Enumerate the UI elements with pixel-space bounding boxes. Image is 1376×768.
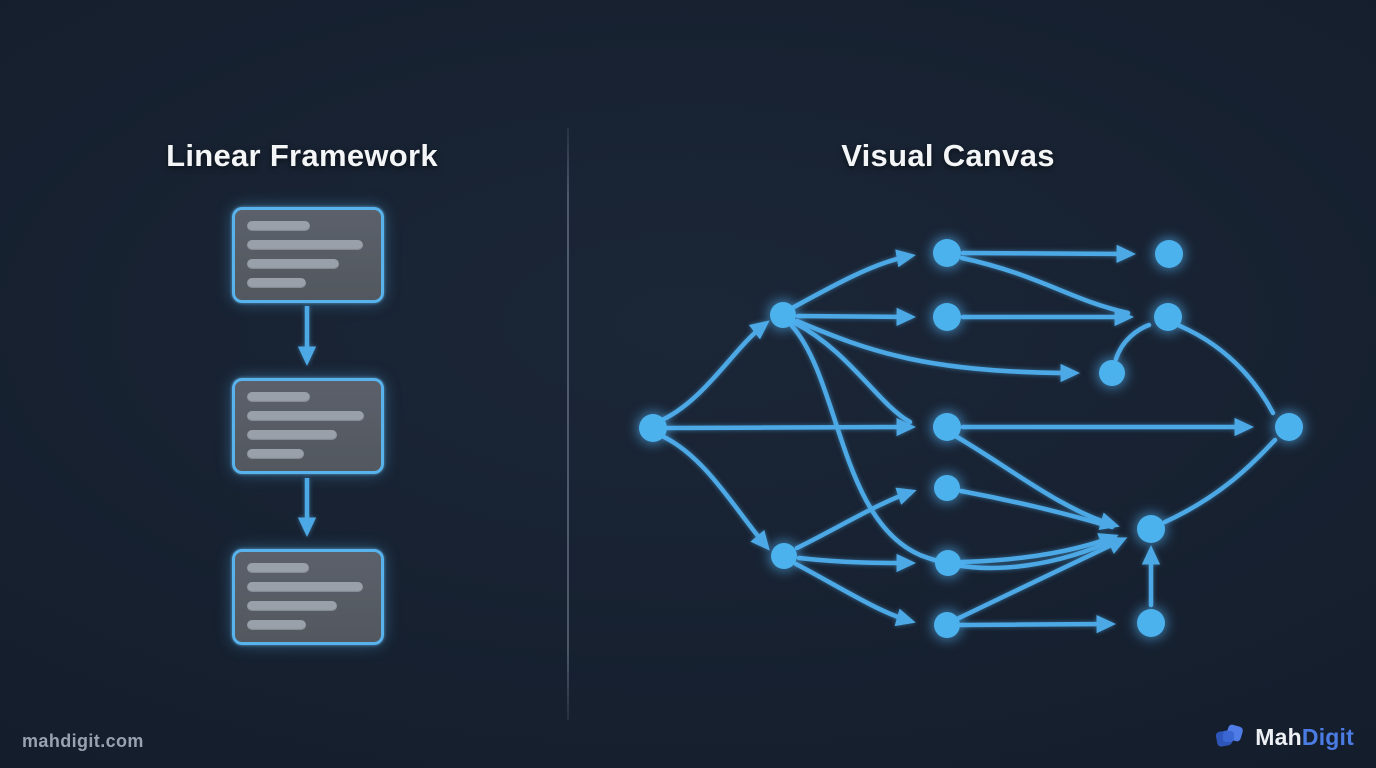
graph-node-hub-up — [770, 302, 796, 328]
text-placeholder-bar — [247, 392, 311, 402]
graph-edge-hub-up-lrhub — [789, 323, 1119, 571]
step-card — [232, 207, 384, 303]
graph-node-row7 — [934, 612, 960, 638]
graph-edge-hub-up-center — [792, 320, 913, 425]
graph-node-row6 — [935, 550, 961, 576]
text-placeholder-bar — [247, 620, 306, 630]
graph-edge-top-topright — [960, 244, 1137, 264]
text-placeholder-bar — [247, 601, 338, 611]
graph-node-small — [1099, 360, 1125, 386]
graph-edge-hub-low-row7 — [793, 561, 916, 627]
graph-node-topright — [1155, 240, 1183, 268]
graph-node-hub-low — [771, 543, 797, 569]
text-placeholder-bar — [247, 221, 311, 231]
right-panel-title: Visual Canvas — [841, 138, 1055, 173]
watermark-url: mahdigit.com — [22, 731, 144, 751]
graph-edge-center-lrhub — [954, 434, 1120, 531]
graph-edge-hub-low-row5 — [794, 487, 917, 551]
brand-name: MahDigit — [1255, 724, 1354, 751]
graph-edge-row7-bottomright — [958, 614, 1117, 634]
mahdigit-logo-icon — [1216, 724, 1244, 747]
left-panel-title: Linear Framework — [166, 138, 438, 173]
graph-edge-left-center — [665, 417, 917, 437]
graph-edge-righthub-right — [1177, 323, 1276, 416]
graph-edge-top-righthub — [959, 255, 1131, 316]
graph-edge-left-hub-low — [661, 434, 770, 551]
graph-edge-lrhub-right — [1162, 437, 1278, 525]
graph-edge-hub-up-top — [791, 249, 916, 310]
text-placeholder-bar — [247, 563, 310, 573]
brand-logo: MahDigit — [1213, 720, 1354, 754]
graph-node-bottomright — [1137, 609, 1165, 637]
panel-divider — [567, 128, 569, 720]
graph-edge-hub-up-small — [794, 318, 1081, 383]
graph-node-right — [1275, 413, 1303, 441]
step-card — [232, 549, 384, 645]
graph-edges — [661, 244, 1278, 634]
brand-name-secondary: Digit — [1301, 723, 1354, 750]
text-placeholder-bar — [247, 582, 363, 592]
graph-node-left — [639, 414, 667, 442]
graph-node-lrhub — [1137, 515, 1165, 543]
text-placeholder-bar — [247, 259, 339, 269]
graph-edge-row7-lrhub — [956, 537, 1128, 621]
step-card — [232, 378, 384, 474]
graph-edge-hub-low-row6 — [796, 553, 917, 573]
graph-edge-hub-up-mid2 — [795, 307, 917, 326]
graph-node-center — [933, 413, 961, 441]
graph-edge-row6-lrhub — [959, 533, 1119, 565]
brand-name-primary: Mah — [1255, 723, 1302, 750]
graph-edge-left-hub-up — [661, 320, 770, 422]
text-placeholder-bar — [247, 449, 305, 459]
graph-node-row5 — [934, 475, 960, 501]
text-placeholder-bar — [247, 278, 306, 288]
text-placeholder-bar — [247, 240, 363, 250]
text-placeholder-bar — [247, 430, 338, 440]
graph-node-mid2 — [933, 303, 961, 331]
graph-nodes — [639, 239, 1303, 638]
graph-node-righthub — [1154, 303, 1182, 331]
graph-edge-small-righthub — [1113, 322, 1152, 362]
graph-node-top — [933, 239, 961, 267]
text-placeholder-bar — [247, 411, 365, 421]
graph-edge-row5-lrhub — [958, 488, 1115, 530]
